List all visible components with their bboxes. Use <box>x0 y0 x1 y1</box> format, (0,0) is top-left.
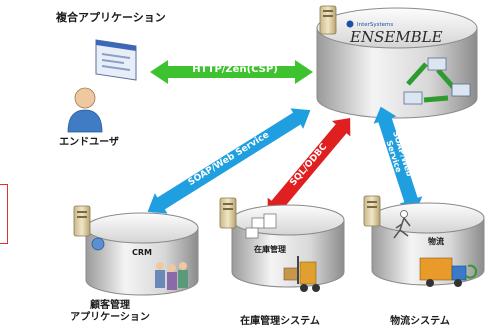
side-marker <box>0 184 8 244</box>
users-group-icon <box>155 262 188 290</box>
globe-icon <box>91 237 105 251</box>
end-user-label: エンドユーザ <box>59 137 119 148</box>
forklift-icon <box>283 256 320 292</box>
composite-app-label: 複合アプリケーション <box>56 11 166 24</box>
ensemble-drum: InterSystems ENSEMBLE <box>316 5 478 119</box>
inventory-drum: 在庫管理 <box>219 197 345 292</box>
workflow-cycle-icon <box>403 57 471 105</box>
soap-logistics-arrow <box>373 106 423 214</box>
http-arrow-label: HTTP/Zen(CSP) <box>192 64 278 75</box>
end-user-icon <box>67 87 103 133</box>
server-icon <box>73 205 91 237</box>
sql-arrow <box>267 117 351 217</box>
ensemble-title-text: ENSEMBLE <box>349 28 443 46</box>
crm-drum-label: CRM <box>132 248 152 257</box>
boxes-icon <box>245 213 277 239</box>
http-arrow <box>150 60 313 84</box>
server-icon <box>319 5 337 35</box>
inventory-system-label: 在庫管理システム <box>240 316 320 327</box>
inventory-drum-label: 在庫管理 <box>254 244 286 254</box>
crm-app-label: 顧客管理 アプリケーション <box>70 300 150 323</box>
logistics-system-label: 物流システム <box>390 316 450 327</box>
soap-crm-arrow <box>147 108 311 214</box>
ensemble-brand-text: InterSystems <box>357 22 393 28</box>
runner-icon <box>393 210 411 239</box>
crm-drum: CRM <box>73 205 199 296</box>
ensemble-logo: InterSystems ENSEMBLE <box>346 20 443 46</box>
server-icon <box>219 197 237 229</box>
composite-app-window-icon <box>95 39 137 81</box>
logistics-drum: 物流 <box>363 195 485 287</box>
logistics-drum-label: 物流 <box>428 236 444 246</box>
server-icon <box>363 195 381 227</box>
delivery-truck-icon <box>419 257 478 287</box>
